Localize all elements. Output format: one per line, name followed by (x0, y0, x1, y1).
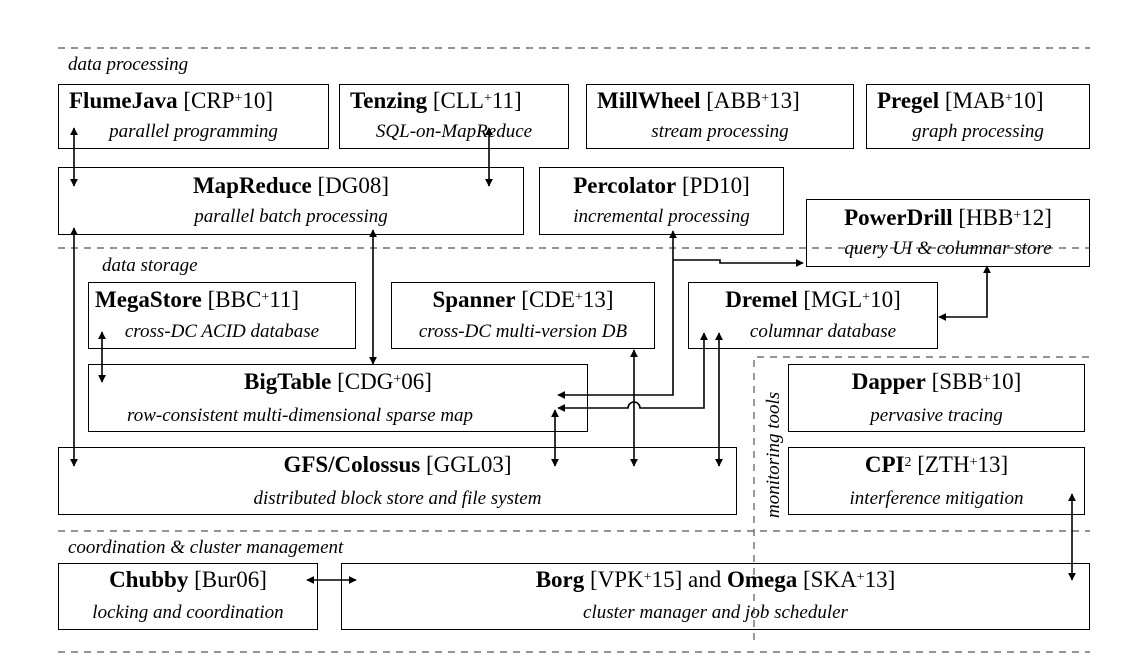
box-title: Borg [VPK+15] and Omega [SKA+13] (535, 567, 896, 592)
box-title: MapReduce [DG08] (192, 173, 390, 198)
box-powerdrill: PowerDrill [HBB+12] query UI & columnar … (806, 199, 1090, 267)
box-description: parallel batch processing (194, 206, 388, 227)
box-description: incremental processing (573, 206, 750, 227)
box-title: CPI2 [ZTH+13] (864, 452, 1009, 477)
box-description: parallel programming (109, 121, 278, 142)
box-mapreduce: MapReduce [DG08] parallel batch processi… (58, 167, 524, 235)
box-description: locking and coordination (92, 602, 284, 623)
box-title: Spanner [CDE+13] (432, 287, 614, 312)
box-megastore: MegaStore [BBC+11] cross-DC ACID databas… (88, 282, 356, 349)
box-description: cluster manager and job scheduler (583, 602, 848, 623)
box-description: cross-DC ACID database (124, 321, 320, 342)
box-percolator: Percolator [PD10] incremental processing (539, 167, 784, 235)
box-chubby: Chubby [Bur06] locking and coordination (58, 563, 318, 630)
section-label-data-processing: data processing (68, 54, 189, 75)
box-description: distributed block store and file system (253, 488, 542, 509)
box-spanner: Spanner [CDE+13] cross-DC multi-version … (391, 282, 655, 349)
box-description: columnar database (749, 321, 897, 342)
box-title: MillWheel [ABB+13] (597, 88, 800, 113)
box-millwheel: MillWheel [ABB+13] stream processing (586, 84, 854, 149)
section-label-data-storage: data storage (102, 255, 198, 276)
box-gfs-colossus: GFS/Colossus [GGL03] distributed block s… (58, 447, 737, 515)
box-title: Dremel [MGL+10] (725, 287, 901, 312)
box-title: BigTable [CDG+06] (244, 369, 432, 394)
box-description: SQL-on-MapReduce (375, 121, 533, 142)
monitoring-divider (753, 356, 1090, 640)
box-title: Chubby [Bur06] (109, 567, 267, 592)
box-title: Dapper [SBB+10] (851, 369, 1022, 394)
box-title: FlumeJava [CRP+10] (69, 88, 274, 113)
box-flumejava: FlumeJava [CRP+10] parallel programming (58, 84, 329, 149)
box-description: cross-DC multi-version DB (418, 321, 628, 342)
box-description: stream processing (651, 121, 789, 142)
box-dapper: Dapper [SBB+10] pervasive tracing (788, 364, 1085, 432)
box-title: Pregel [MAB+10] (877, 88, 1044, 113)
box-description: graph processing (912, 121, 1044, 142)
box-description: query UI & columnar store (844, 238, 1052, 259)
section-label-coordination: coordination & cluster management (68, 537, 344, 558)
box-description: interference mitigation (849, 488, 1024, 509)
section-label-monitoring-tools: monitoring tools (763, 391, 784, 518)
box-title: GFS/Colossus [GGL03] (283, 452, 512, 477)
box-bigtable: BigTable [CDG+06] row-consistent multi-d… (88, 364, 588, 432)
powerdrill-link (673, 259, 804, 267)
box-tenzing: Tenzing [CLL+11] SQL-on-MapReduce (339, 84, 569, 149)
box-description: row-consistent multi-dimensional sparse … (127, 405, 474, 426)
dremel-powerdrill-arrow (938, 265, 991, 321)
box-borg-omega: Borg [VPK+15] and Omega [SKA+13] cluster… (341, 563, 1090, 630)
box-title: Tenzing [CLL+11] (350, 88, 522, 113)
box-pregel: Pregel [MAB+10] graph processing (866, 84, 1090, 149)
box-title: MegaStore [BBC+11] (95, 287, 300, 312)
box-title: Percolator [PD10] (573, 173, 750, 198)
box-title: PowerDrill [HBB+12] (844, 205, 1052, 230)
box-dremel: Dremel [MGL+10] columnar database (688, 282, 938, 349)
box-description: pervasive tracing (870, 405, 1003, 426)
box-cpi2: CPI2 [ZTH+13] interference mitigation (788, 447, 1085, 515)
